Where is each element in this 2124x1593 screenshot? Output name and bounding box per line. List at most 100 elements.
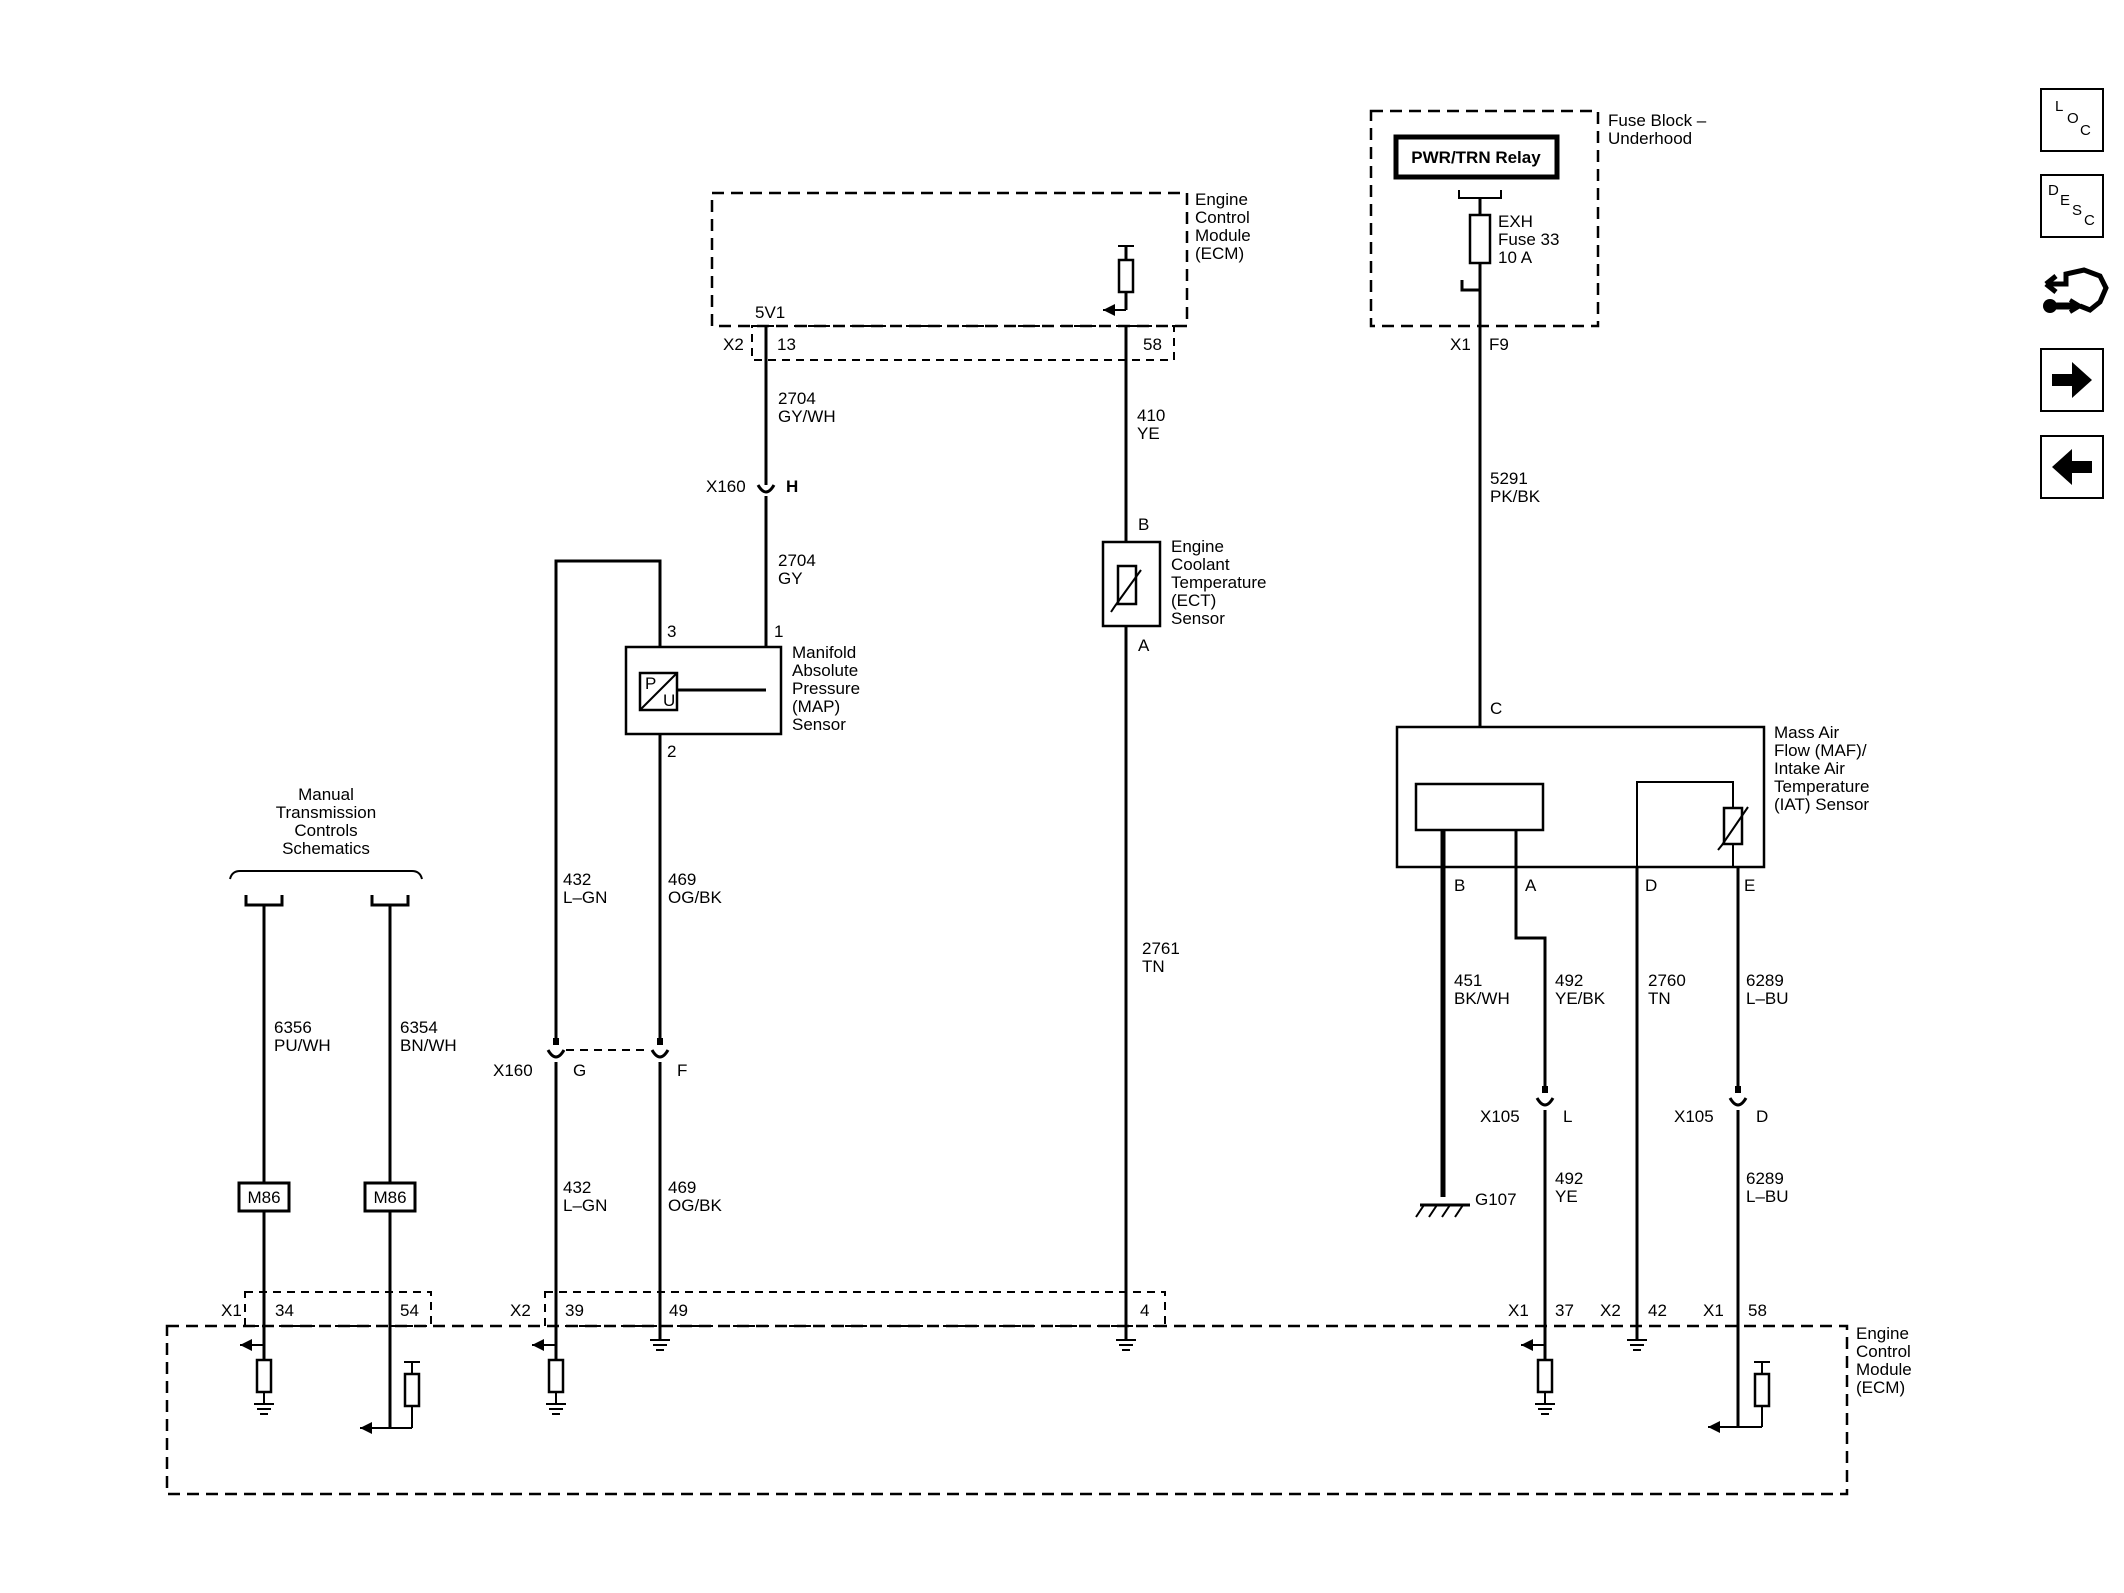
map-pin-2: 2 [667,742,676,761]
wire-410-color: YE [1137,424,1160,443]
wire-2704-num: 2704 [778,389,816,408]
map-symbol-u: U [663,691,675,710]
maf-output-wires: G107 451 BK/WH 492 YE/BK X105 L 492 YE 2… [1415,830,1789,1427]
manual-transmission-controls: Manual Transmission Controls Schematics … [229,785,457,1428]
ecm-top-x2: X2 [723,335,744,354]
wire-2760-num: 2760 [1648,971,1686,990]
x160-pin-h: H [786,477,798,496]
loc-button[interactable]: L O C [2040,88,2104,152]
wire-492-num: 492 [1555,971,1583,990]
desc-letter-s: S [2072,202,2083,219]
maf-pin-b: B [1454,876,1465,895]
ecm-x2-b: X2 [1600,1301,1621,1320]
maf-pin-c: C [1490,699,1502,718]
ecm-bottom-label-4: (ECM) [1856,1378,1905,1397]
wire-451-num: 451 [1454,971,1482,990]
wire-6354-color: BN/WH [400,1036,457,1055]
mtc-label-2: Transmission [276,803,376,822]
pin-54: 54 [400,1301,419,1320]
wire-469-num-lower: 469 [668,1178,696,1197]
m86-connector-1: M86 [247,1188,280,1207]
fuse-x1: X1 [1450,335,1471,354]
pin-f9: F9 [1489,335,1509,354]
wire-2704-gy-num: 2704 [778,551,816,570]
ecm-top-module: Engine Control Module (ECM) 5V1 X2 13 58 [710,190,1251,361]
pin-13: 13 [777,335,796,354]
map-sensor: P U 3 1 2 Manifold Absolute Pressure (MA… [624,622,860,761]
wire-492-ye-color: YE [1555,1187,1578,1206]
maf-pin-d: D [1645,876,1657,895]
maf-pin-a: A [1525,876,1537,895]
wire-451-color: BK/WH [1454,989,1510,1008]
x105-l-conn: X105 [1480,1107,1520,1126]
maf-label-3: Intake Air [1774,759,1845,778]
ect-pin-a: A [1138,636,1150,655]
connector-end-view-icon[interactable] [2040,258,2112,330]
pin-4: 4 [1140,1301,1149,1320]
fuse-block-label-2: Underhood [1608,129,1692,148]
wire-469-color-lower: OG/BK [668,1196,723,1215]
map-label-4: (MAP) [792,697,840,716]
wire-6289-color: L–BU [1746,989,1789,1008]
ect-label-3: Temperature [1171,573,1266,592]
pin-58-top: 58 [1143,335,1162,354]
loc-letter-l: L [2055,98,2064,115]
fuse-label-2: Fuse 33 [1498,230,1559,249]
ecm-top-label-3: Module [1195,226,1251,245]
mtc-label-4: Schematics [282,839,370,858]
pin-34: 34 [275,1301,294,1320]
ect-label-2: Coolant [1171,555,1230,574]
m86-connector-2: M86 [373,1188,406,1207]
next-page-button[interactable] [2040,348,2104,412]
fuse-block-label-1: Fuse Block – [1608,111,1707,130]
pin-37: 37 [1555,1301,1574,1320]
mtc-label-1: Manual [298,785,354,804]
wire-2761-num: 2761 [1142,939,1180,958]
ecm-bottom-module: Engine Control Module (ECM) X1 34 54 X2 … [165,1291,1912,1496]
wire-469-num: 469 [668,870,696,889]
fuse-label-1: EXH [1498,212,1533,231]
ect-label-1: Engine [1171,537,1224,556]
pin-42: 42 [1648,1301,1667,1320]
wire-2704-gy-color: GY [778,569,803,588]
wire-6354-num: 6354 [400,1018,438,1037]
wire-2761-color: TN [1142,957,1165,976]
pin-49: 49 [669,1301,688,1320]
wire-432-num: 432 [563,870,591,889]
wire-6289-lbu-color: L–BU [1746,1187,1789,1206]
ecm-top-label-1: Engine [1195,190,1248,209]
previous-page-button[interactable] [2040,435,2104,499]
loc-letter-o: O [2067,110,2079,127]
x105-pin-l: L [1563,1107,1572,1126]
ecm-bottom-label-2: Control [1856,1342,1911,1361]
wire-469-color: OG/BK [668,888,723,907]
mtc-label-3: Controls [294,821,357,840]
maf-label-5: (IAT) Sensor [1774,795,1869,814]
wire-2704: 2704 GY/WH X160 H 2704 GY [668,326,836,692]
fuse-block-underhood: Fuse Block – Underhood PWR/TRN Relay EXH… [1369,109,1707,354]
arrow-left-icon [2052,449,2092,485]
map-label-5: Sensor [792,715,846,734]
wire-5291-num: 5291 [1490,469,1528,488]
map-pin-3: 3 [667,622,676,641]
x160-pin-f: F [677,1061,687,1080]
x105-d-conn: X105 [1674,1107,1714,1126]
ecm-x1-a: X1 [221,1301,242,1320]
wire-6289-num: 6289 [1746,971,1784,990]
ecm-x1-c: X1 [1703,1301,1724,1320]
pin-58-bottom: 58 [1748,1301,1767,1320]
desc-button[interactable]: D E S C [2040,174,2104,238]
wire-492-color: YE/BK [1555,989,1606,1008]
pin-5v1: 5V1 [755,303,785,322]
map-label-3: Pressure [792,679,860,698]
map-symbol-p: P [645,674,656,693]
x160-h-conn: X160 [706,477,746,496]
maf-label-4: Temperature [1774,777,1869,796]
wire-492-ye-num: 492 [1555,1169,1583,1188]
wire-2760-color: TN [1648,989,1671,1008]
map-label-2: Absolute [792,661,858,680]
ecm-x2-a: X2 [510,1301,531,1320]
maf-label-1: Mass Air [1774,723,1840,742]
ect-label-5: Sensor [1171,609,1225,628]
